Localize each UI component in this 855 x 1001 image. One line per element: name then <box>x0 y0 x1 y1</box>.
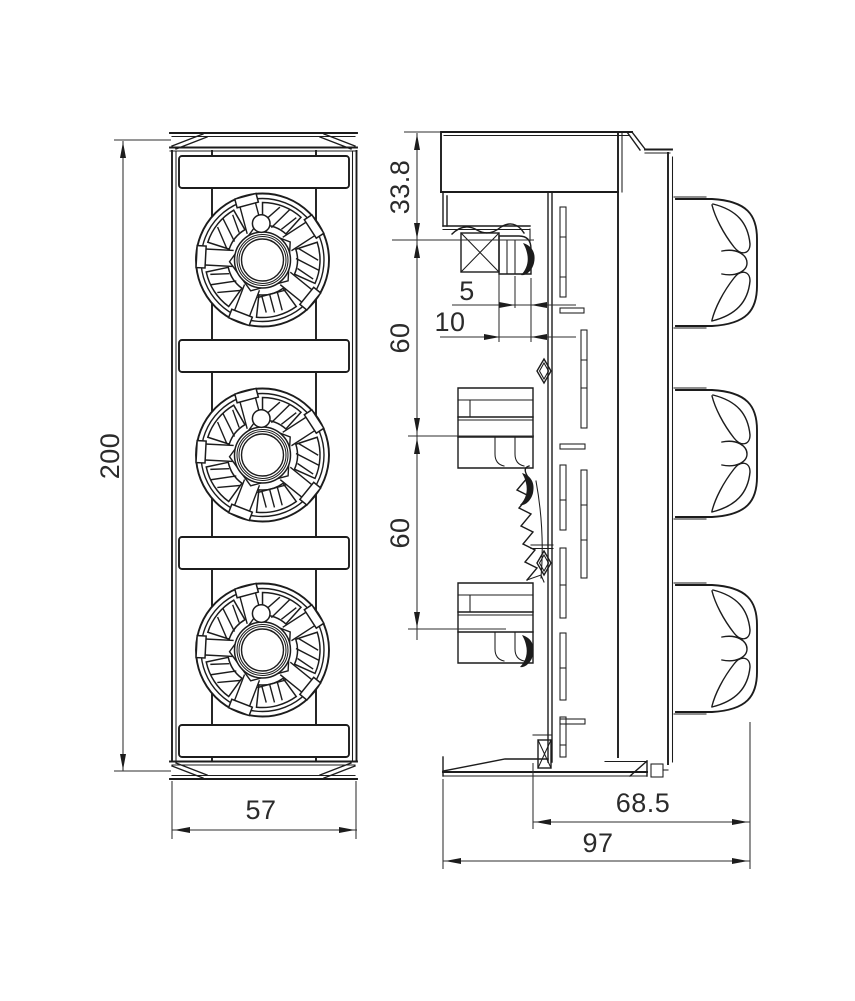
side-view <box>440 131 758 778</box>
fuse-wheel-top <box>195 192 330 328</box>
fuse-wheel-middle <box>195 387 330 523</box>
terminal-lug-middle <box>457 387 534 469</box>
side-column <box>547 191 553 763</box>
dimension-pitch-upper: 60 <box>385 242 534 437</box>
dimension-front-width: 57 <box>171 781 357 839</box>
front-view <box>169 132 358 780</box>
dim-label-depth-partial: 68.5 <box>616 788 671 818</box>
grip-knob-top <box>673 196 758 329</box>
dimension-top-offset: 33.8 <box>385 131 534 640</box>
dim-label-front-width: 57 <box>245 795 276 825</box>
terminal-lug-bottom <box>457 582 534 664</box>
rail-clip-bottom <box>537 739 552 769</box>
cross-bar <box>178 339 350 373</box>
side-base <box>442 756 669 778</box>
dim-label-front-height: 200 <box>95 433 125 480</box>
dimension-depth-total: 97 <box>442 779 750 869</box>
dimension-large-offset: 10 <box>434 307 576 340</box>
front-bottom-cap <box>169 760 358 780</box>
rail-clip <box>536 550 552 576</box>
dimension-small-offset: 5 <box>452 274 576 342</box>
side-top-block <box>440 131 673 193</box>
dim-label-pitch-upper: 60 <box>385 322 415 353</box>
rail-clip <box>536 358 552 384</box>
dim-label-top-offset: 33.8 <box>385 160 415 215</box>
section-hatch <box>460 232 500 273</box>
grip-knob-middle <box>673 387 758 520</box>
spring-strip <box>515 465 545 583</box>
dim-label-small-offset: 5 <box>459 276 475 306</box>
grip-knob-bottom <box>673 582 758 715</box>
fuse-wheel-bottom <box>195 582 330 718</box>
dimension-pitch-lower: 60 <box>385 438 506 630</box>
dimension-depth-partial: 68.5 <box>532 722 751 869</box>
dimension-annotations: 200 57 33.8 60 60 <box>95 131 751 869</box>
dim-label-depth-total: 97 <box>582 828 613 858</box>
front-top-cap <box>169 132 358 152</box>
cross-bar <box>178 536 350 570</box>
cross-bar <box>178 724 350 758</box>
cross-bar <box>178 155 350 189</box>
busbar-terminal <box>442 191 535 276</box>
vent-slits <box>559 206 588 758</box>
dim-label-pitch-lower: 60 <box>385 517 415 548</box>
dimension-front-height: 200 <box>95 139 171 772</box>
dim-label-large-offset: 10 <box>434 307 465 337</box>
